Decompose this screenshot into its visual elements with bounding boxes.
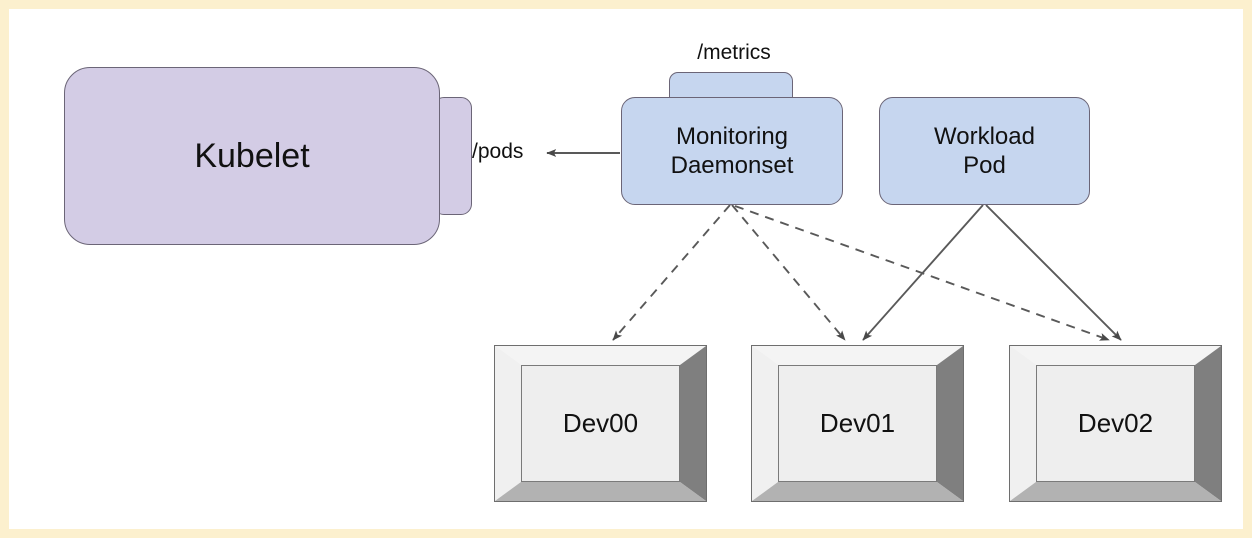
dev02-face: Dev02 — [1036, 365, 1195, 482]
edge-workload-to-dev02 — [985, 204, 1122, 341]
edge-layer — [546, 149, 1122, 341]
dev00-face: Dev00 — [521, 365, 680, 482]
metrics-endpoint-label: /metrics — [697, 41, 771, 64]
pods-endpoint-label: /pods — [472, 140, 524, 163]
node-device-dev02[interactable]: Dev02 — [1009, 345, 1222, 502]
node-device-dev00[interactable]: Dev00 — [494, 345, 707, 502]
edge-workload-to-dev01 — [862, 204, 984, 341]
dev01-label: Dev01 — [819, 408, 896, 438]
node-monitoring-daemonset[interactable]: Monitoring Daemonset — [621, 97, 843, 205]
node-kubelet[interactable]: Kubelet — [64, 67, 440, 245]
edge-monitoring-to-dev01 — [731, 204, 846, 341]
workload-pod-label: Workload Pod — [934, 122, 1035, 181]
node-workload-pod[interactable]: Workload Pod — [879, 97, 1090, 205]
dev02-label: Dev02 — [1077, 408, 1154, 438]
node-device-dev01[interactable]: Dev01 — [751, 345, 964, 502]
kubelet-label: Kubelet — [194, 136, 310, 175]
monitoring-daemonset-label-line2: Daemonset — [670, 152, 794, 179]
workload-pod-label-line1: Workload — [934, 122, 1035, 150]
monitoring-daemonset-label-line1: Monitoring — [675, 122, 789, 150]
edge-monitoring-to-dev00 — [612, 204, 731, 341]
dev01-face: Dev01 — [778, 365, 937, 482]
workload-pod-label-line2: Pod — [963, 152, 1006, 179]
dev00-label: Dev00 — [562, 408, 639, 438]
monitoring-daemonset-label: Monitoring Daemonset — [671, 122, 794, 181]
